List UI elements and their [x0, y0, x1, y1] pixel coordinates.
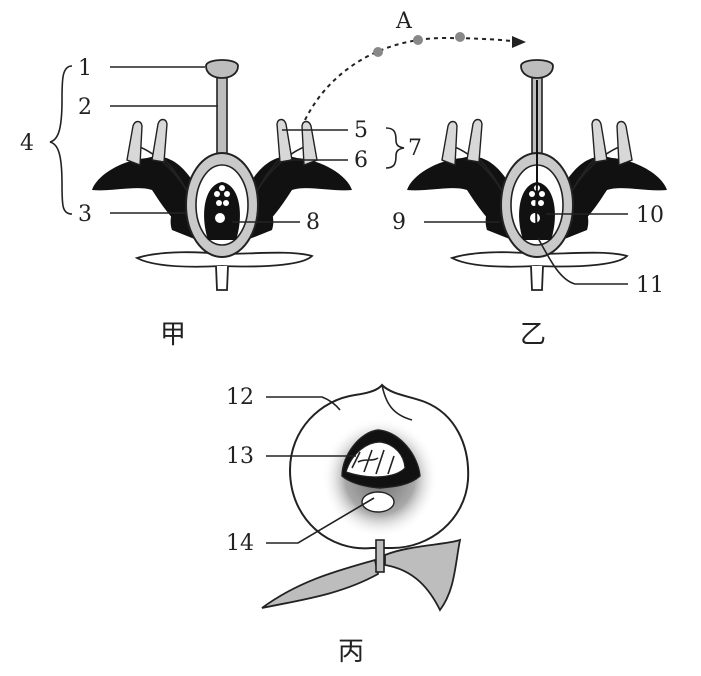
caption-yi: 乙 [520, 320, 546, 350]
label-12: 12 [226, 385, 254, 410]
label-8: 8 [306, 210, 320, 235]
caption-jia: 甲 [160, 320, 186, 350]
label-10: 10 [636, 203, 664, 228]
label-2: 2 [78, 95, 92, 120]
label-14: 14 [226, 531, 254, 556]
pollination-arrow [304, 32, 526, 121]
label-3: 3 [78, 202, 92, 227]
label-5: 5 [354, 118, 368, 143]
fruit-bing [261, 383, 470, 612]
caption-bing: 丙 [338, 637, 364, 667]
label-11: 11 [636, 273, 664, 298]
flower-yi [406, 59, 668, 291]
flower-jia [91, 59, 353, 291]
label-9: 9 [392, 210, 406, 235]
label-a: A [395, 9, 413, 34]
bing-leaders [266, 396, 375, 544]
yi-leaders [424, 213, 628, 285]
label-6: 6 [354, 148, 368, 173]
label-1: 1 [78, 56, 92, 81]
label-13: 13 [226, 444, 254, 469]
jia-leaders [49, 65, 405, 223]
label-7: 7 [408, 136, 422, 161]
label-4: 4 [20, 131, 34, 156]
